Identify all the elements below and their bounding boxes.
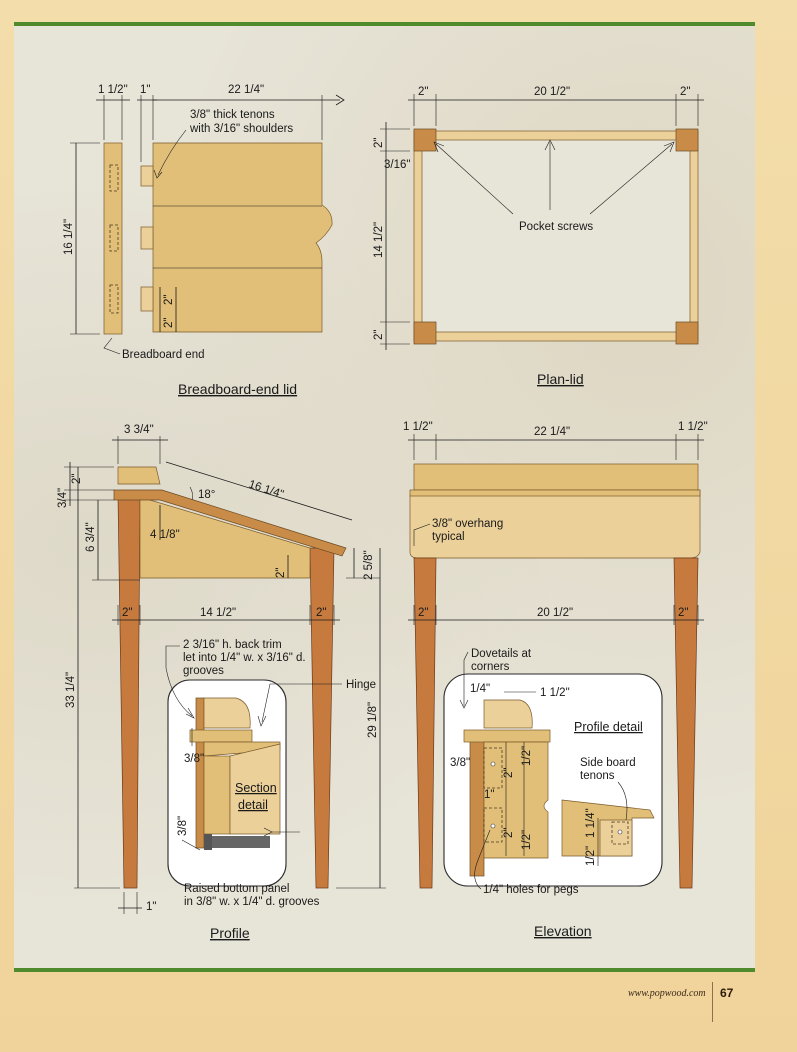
section-detail-title-2: detail xyxy=(238,798,268,812)
panel-note-line2: in 3/8" w. x 1/4" d. grooves xyxy=(184,896,320,908)
section-dim-38b: 3/8" xyxy=(177,816,189,836)
profile-dim-2b: 2" xyxy=(275,568,287,578)
overhang-note-line2: typical xyxy=(432,531,465,543)
tenon-note-line2: with 3/16" shoulders xyxy=(189,123,293,135)
plan-dim-right: 2" xyxy=(680,86,690,98)
detail-dim-12b: 1/2" xyxy=(521,830,533,850)
footer-divider xyxy=(712,982,713,1022)
profile-front-leg xyxy=(117,496,141,889)
dovetail-note-line2: corners xyxy=(471,661,510,673)
profile-back-leg xyxy=(309,547,335,889)
profile-title: Profile xyxy=(210,925,250,941)
elevation-left-leg xyxy=(413,557,437,889)
trim-note-line1: 2 3/16" h. back trim xyxy=(183,639,282,651)
profile-dim-634: 6 3/4" xyxy=(85,522,97,552)
section-dim-38a: 3/8" xyxy=(184,753,204,765)
detail-dim-12a: 1/2" xyxy=(521,746,533,766)
profile-leg-right: 2" xyxy=(316,607,326,619)
elevation-leg-right: 2" xyxy=(678,607,688,619)
profile-detail-title: Profile detail xyxy=(574,720,643,734)
plan-dim-middle: 20 1/2" xyxy=(534,86,570,98)
breadboard-lid-figure: 1 1/2" 1" 22 1/4" 3/8" thick tenons with… xyxy=(63,84,345,397)
elevation-dim-middle: 22 1/4" xyxy=(534,426,570,438)
panel-note-line1: Raised bottom panel xyxy=(184,883,289,895)
breadboard-end-label: Breadboard end xyxy=(122,349,204,361)
profile-inner-height: 29 1/8" xyxy=(367,702,379,738)
corner-block-tl xyxy=(413,128,437,152)
peg-holes-label: 1/4" holes for pegs xyxy=(483,884,579,896)
plan-dim-left: 2" xyxy=(418,86,428,98)
corner-block-bl xyxy=(413,321,437,345)
profile-lid-slope: 16 1/4" xyxy=(247,478,285,501)
profile-dim-34: 3/4" xyxy=(57,488,69,508)
detail-dim-2a: 2" xyxy=(503,768,515,778)
trim-note-line3: grooves xyxy=(183,665,224,677)
breadboard-lid-title: Breadboard-end lid xyxy=(178,381,297,397)
detail-dim-114: 1 1/4" xyxy=(585,808,597,838)
profile-height: 33 1/4" xyxy=(65,672,77,708)
tenon-note-line1: 3/8" thick tenons xyxy=(190,109,275,121)
elevation-case xyxy=(409,489,701,559)
profile-dim-2: 2" xyxy=(71,474,83,484)
dim-tenon-width: 2" xyxy=(163,295,175,305)
breadboard-end-piece xyxy=(103,142,123,335)
dim-tenon-length: 1" xyxy=(140,84,150,96)
plan-dim-side: 3/16" xyxy=(384,159,410,171)
plan-lid-title: Plan-lid xyxy=(537,371,584,387)
hinge-label: Hinge xyxy=(346,679,376,691)
corner-block-br xyxy=(675,321,699,345)
elevation-right-leg xyxy=(673,557,699,889)
side-board-note-line2: tenons xyxy=(580,770,615,782)
elevation-dim-left: 1 1/2" xyxy=(403,421,433,433)
dim-lid-height: 16 1/4" xyxy=(63,219,75,255)
corner-block-tr xyxy=(675,128,699,152)
detail-dim-12c: 1/2" xyxy=(585,846,597,866)
detail-dim-112: 1 1/2" xyxy=(540,687,570,699)
profile-span: 14 1/2" xyxy=(200,607,236,619)
elevation-span: 20 1/2" xyxy=(537,607,573,619)
dim-lid-width: 22 1/4" xyxy=(228,84,264,96)
profile-top-width: 3 3/4" xyxy=(124,424,154,436)
profile-angle: 18° xyxy=(198,489,215,501)
trim-note-line2: let into 1/4" w. x 3/16" d. xyxy=(183,652,306,664)
elevation-leg-left: 2" xyxy=(418,607,428,619)
pocket-screws-label: Pocket screws xyxy=(519,221,593,233)
dim-tenon-spacing: 2" xyxy=(163,318,175,328)
detail-dim-2b: 2" xyxy=(503,828,515,838)
elevation-figure: 1 1/2" 22 1/4" 1 1/2" 3/8" overhang typi… xyxy=(403,421,708,939)
profile-figure: 3 3/4" 16 1/4" 18° 3/4" 2" 6 3/4" 4 1/8"… xyxy=(57,424,386,941)
profile-foot: 1" xyxy=(146,901,156,913)
dovetail-note-line1: Dovetails at xyxy=(471,648,532,660)
page-number: 67 xyxy=(720,986,734,1000)
profile-dim-258: 2 5/8" xyxy=(363,550,375,580)
footer-url: www.popwood.com xyxy=(628,988,706,999)
plan-dim-height: 14 1/2" xyxy=(373,222,385,258)
plan-dim-top: 2" xyxy=(373,138,385,148)
profile-leg-left: 2" xyxy=(122,607,132,619)
elevation-title: Elevation xyxy=(534,923,592,939)
dim-breadboard-width: 1 1/2" xyxy=(98,84,128,96)
plan-lid-figure: 2" 20 1/2" 2" 2" 3/16" 14 1/2" 2" Pocket… xyxy=(373,86,704,387)
detail-dim-38: 3/8" xyxy=(450,757,470,769)
detail-dim-14: 1/4" xyxy=(470,683,490,695)
lid-panel xyxy=(152,142,333,333)
plan-dim-bottom: 2" xyxy=(373,330,385,340)
profile-dim-418: 4 1/8" xyxy=(150,529,180,541)
side-board-note-line1: Side board xyxy=(580,757,636,769)
elevation-dim-right: 1 1/2" xyxy=(678,421,708,433)
section-detail-title-1: Section xyxy=(235,781,277,795)
overhang-note-line1: 3/8" overhang xyxy=(432,518,503,530)
elevation-top xyxy=(413,463,699,491)
detail-dim-1: 1" xyxy=(484,789,494,801)
